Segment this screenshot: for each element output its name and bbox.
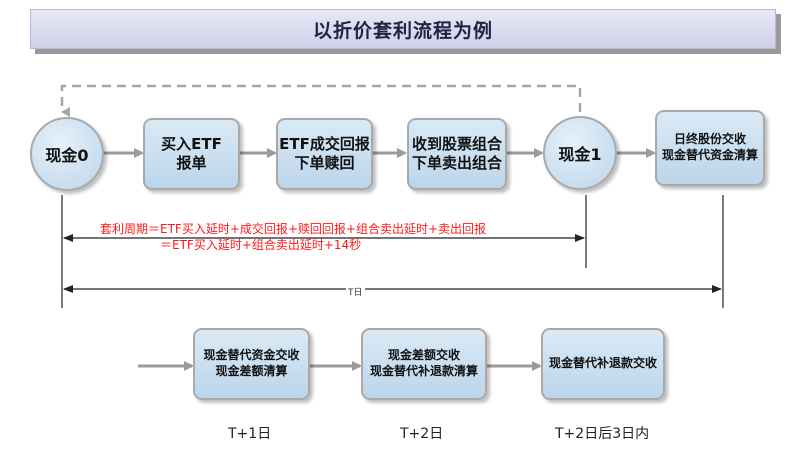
t-day-label: T日 — [346, 285, 365, 298]
title-banner: 以折价套利流程为例 — [30, 9, 776, 49]
node-cash1: 现金1 — [543, 116, 617, 190]
node-etf-redeem-line1: ETF成交回报 — [279, 134, 370, 153]
timeline-t1-label: T+1日 — [228, 426, 272, 442]
node-etf-redeem-line2: 下单赎回 — [294, 154, 355, 172]
node-etf-redeem: ETF成交回报 下单赎回 — [276, 118, 373, 190]
node-t1-settle-line2: 现金差额清算 — [215, 364, 288, 378]
cycle-formula-line1: 套利周期＝ETF买入延时+成交回报+赎回回报+组合卖出延时+卖出回报 — [100, 222, 487, 236]
node-t2-settle: 现金差额交收 现金替代补退款清算 — [361, 328, 487, 400]
node-day-end-clear: 日终股份交收 现金替代资金清算 — [655, 110, 765, 186]
cycle-formula-line2: ＝ETF买入延时+组合卖出延时+14秒 — [160, 238, 362, 252]
node-receive-basket-line2: 下单卖出组合 — [411, 154, 502, 172]
timeline-t2-label: T+2日 — [400, 426, 444, 442]
node-buy-etf-line2: 报单 — [176, 154, 207, 172]
node-t2-settle-line1: 现金差额交收 — [387, 348, 460, 363]
return-loop-connector — [60, 84, 582, 117]
node-t1-settle: 现金替代资金交收 现金差额清算 — [193, 328, 310, 400]
node-day-end-clear-line2: 现金替代资金清算 — [661, 148, 758, 162]
node-cash0: 现金0 — [30, 117, 104, 191]
node-t1-settle-line1: 现金替代资金交收 — [203, 348, 300, 363]
timeline-t3-label: T+2日后3日内 — [555, 426, 650, 442]
node-buy-etf: 买入ETF 报单 — [143, 118, 240, 190]
node-t3-refund-line1: 现金替代补退款交收 — [548, 356, 657, 371]
node-cash1-label: 现金1 — [558, 145, 602, 164]
node-receive-basket: 收到股票组合 下单卖出组合 — [407, 118, 507, 190]
node-day-end-clear-line1: 日终股份交收 — [673, 132, 746, 147]
node-buy-etf-line1: 买入ETF — [161, 134, 222, 153]
node-cash0-label: 现金0 — [45, 146, 89, 165]
node-t2-settle-line2: 现金替代补退款清算 — [369, 364, 478, 378]
page-title: 以折价套利流程为例 — [312, 19, 493, 42]
node-receive-basket-line1: 收到股票组合 — [411, 134, 502, 153]
node-t3-refund: 现金替代补退款交收 — [541, 328, 665, 400]
